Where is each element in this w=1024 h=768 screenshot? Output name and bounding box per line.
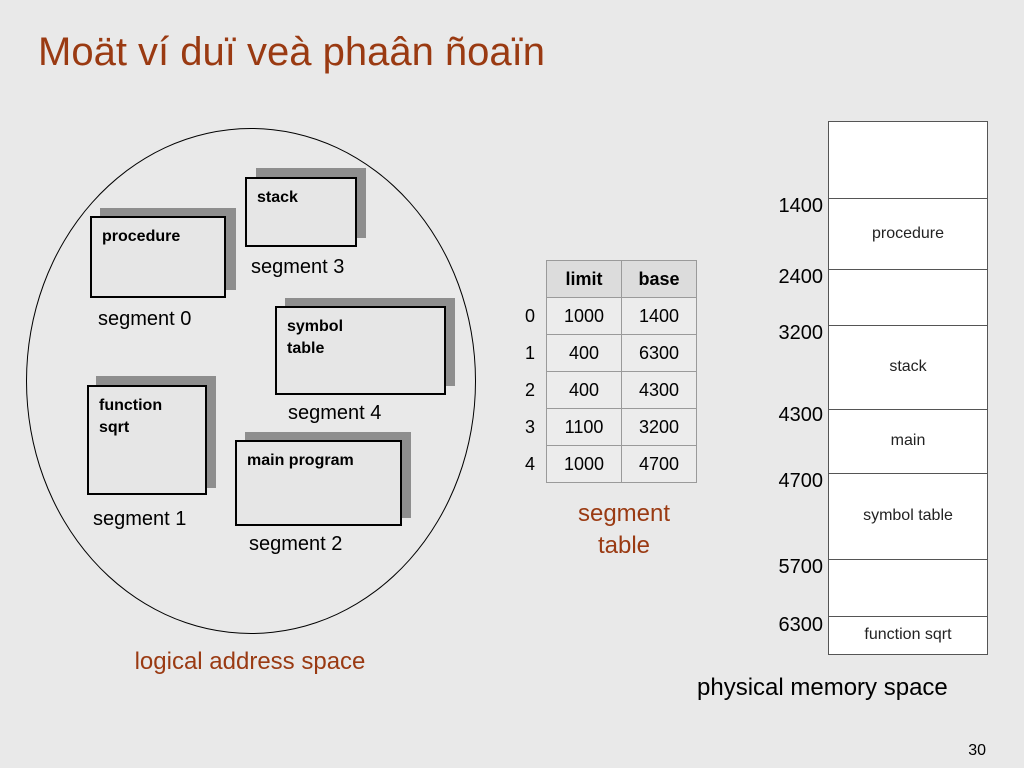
memory-divider [829, 616, 987, 617]
base-cell: 6300 [621, 334, 697, 372]
segment-4-box: symbol table [275, 306, 446, 395]
row-index: 1 [524, 342, 535, 363]
base-cell: 1400 [621, 297, 697, 335]
table-corner [514, 261, 547, 298]
row-index: 0 [524, 305, 535, 326]
table-row: 2 400 4300 [514, 371, 697, 409]
row-index: 2 [524, 379, 535, 400]
base-cell: 4700 [621, 445, 697, 483]
table-header-base: base [621, 260, 697, 298]
segment-2-box-text: main program [247, 452, 354, 469]
segment-4-label: segment 4 [288, 402, 382, 424]
segment-2-label: segment 2 [249, 533, 343, 555]
table-row: 3 1100 3200 [514, 408, 697, 446]
memory-block-main: main [890, 432, 926, 449]
segment-3-label: segment 3 [251, 256, 345, 278]
segment-1-box-text: function sqrt [99, 397, 163, 437]
address-6300: 6300 [778, 614, 824, 636]
segment-3-box: stack [245, 177, 357, 247]
physical-memory-caption: physical memory space [697, 674, 948, 701]
logical-address-space-caption: logical address space [134, 648, 366, 675]
memory-block-symbol-table: symbol table [863, 507, 953, 524]
page-title: Moät ví duï veà phaân ñoaïn [38, 30, 546, 74]
limit-cell: 1100 [546, 408, 622, 446]
logical-address-space-ellipse [26, 128, 476, 634]
memory-divider [829, 198, 987, 199]
address-4300: 4300 [778, 404, 824, 426]
page-number: 30 [968, 742, 986, 759]
limit-cell: 400 [546, 371, 622, 409]
segment-1-box: function sqrt [87, 385, 207, 495]
segment-2-box: main program [235, 440, 402, 526]
address-4700: 4700 [778, 470, 824, 492]
row-index: 4 [524, 453, 535, 474]
address-3200: 3200 [778, 322, 824, 344]
segment-table: limit base 0 1000 1400 1 400 6300 2 400 … [514, 260, 697, 483]
address-2400: 2400 [778, 266, 824, 288]
row-index: 3 [524, 416, 535, 437]
table-row: 4 1000 4700 [514, 445, 697, 483]
memory-divider [829, 409, 987, 410]
address-1400: 1400 [778, 195, 824, 217]
limit-cell: 1000 [546, 297, 622, 335]
base-cell: 3200 [621, 408, 697, 446]
segment-table-caption: segment table [577, 500, 671, 559]
segment-0-box: procedure [90, 216, 226, 298]
limit-cell: 1000 [546, 445, 622, 483]
segment-0-label: segment 0 [98, 308, 192, 330]
table-row: 0 1000 1400 [514, 297, 697, 335]
memory-divider [829, 269, 987, 270]
physical-memory-column: procedure stack main symbol table functi… [828, 121, 988, 655]
memory-block-stack: stack [889, 358, 927, 375]
memory-divider [829, 559, 987, 560]
table-header-limit: limit [546, 260, 622, 298]
memory-block-procedure: procedure [871, 224, 945, 242]
memory-block-function-sqrt: function sqrt [864, 626, 952, 643]
segment-3-box-text: stack [257, 189, 298, 206]
base-cell: 4300 [621, 371, 697, 409]
segment-1-label: segment 1 [93, 508, 187, 530]
segment-4-box-text: symbol table [287, 318, 344, 358]
segment-0-box-text: procedure [102, 228, 181, 245]
table-row: 1 400 6300 [514, 334, 697, 372]
segment-table-header-row: limit base [514, 260, 697, 298]
limit-cell: 400 [546, 334, 622, 372]
memory-divider [829, 473, 987, 474]
address-5700: 5700 [778, 556, 824, 578]
memory-divider [829, 325, 987, 326]
